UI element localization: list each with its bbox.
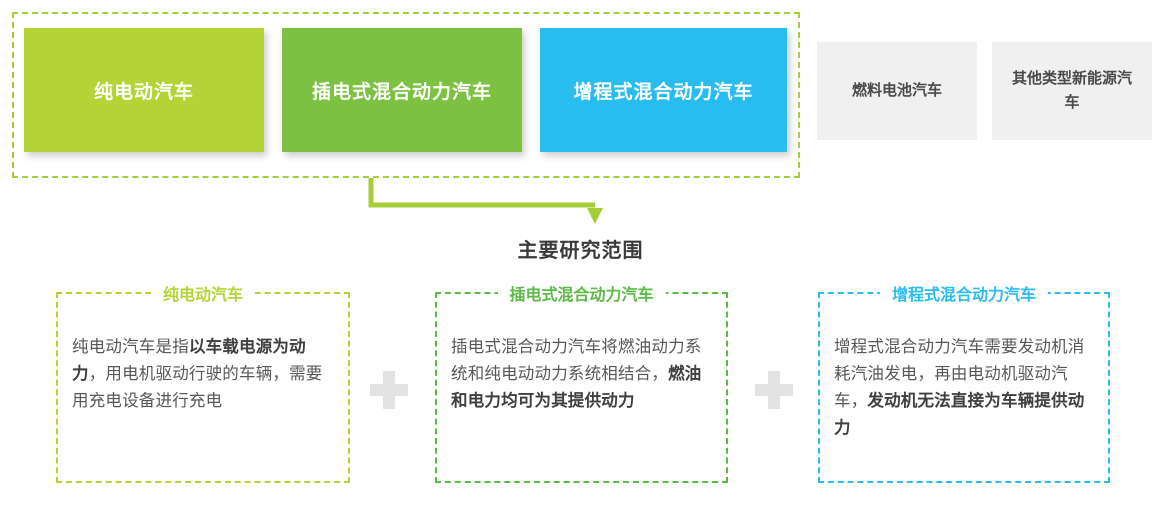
detail-box-bev: 纯电动汽车 纯电动汽车是指以车载电源为动力，用电机驱动行驶的车辆，需要用充电设备… xyxy=(56,281,350,483)
category-card-erev-label: 增程式混合动力汽车 xyxy=(573,81,754,103)
category-card-fuel-cell[interactable]: 燃料电池汽车 xyxy=(817,42,977,140)
detail-erev-seg-1: 增程式混合动力汽车需要发动机消耗汽油发电，再由电动机驱动汽车， xyxy=(834,338,1085,410)
scope-connector-arrow xyxy=(368,178,603,224)
detail-box-bev-text: 纯电动汽车是指以车载电源为动力，用电机驱动行驶的车辆，需要用充电设备进行充电 xyxy=(72,334,338,415)
research-scope-container xyxy=(12,12,800,178)
plus-icon xyxy=(755,371,793,409)
detail-bev-seg-1: 纯电动汽车是指 xyxy=(72,338,189,356)
plus-icon xyxy=(370,371,408,409)
category-card-phev[interactable]: 插电式混合动力汽车 xyxy=(282,28,522,152)
detail-phev-seg-2: 燃油和电力均可为其提供动力 xyxy=(451,365,702,410)
detail-box-erev: 增程式混合动力汽车 增程式混合动力汽车需要发动机消耗汽油发电，再由电动机驱动汽车… xyxy=(818,281,1110,483)
detail-box-phev: 插电式混合动力汽车 插电式混合动力汽车将燃油动力系统和纯电动动力系统相结合，燃油… xyxy=(435,281,728,483)
detail-erev-seg-2: 发动机无法直接为车辆提供动力 xyxy=(834,392,1085,437)
category-card-phev-label: 插电式混合动力汽车 xyxy=(311,81,492,103)
detail-box-bev-title: 纯电动汽车 xyxy=(150,281,256,305)
category-card-bev-label: 纯电动汽车 xyxy=(93,81,194,103)
category-card-erev[interactable]: 增程式混合动力汽车 xyxy=(540,28,787,152)
detail-phev-seg-1: 插电式混合动力汽车将燃油动力系统和纯电动动力系统相结合， xyxy=(451,338,702,383)
detail-bev-seg-3: ，用电机驱动行驶的车辆，需要用充电设备进行充电 xyxy=(72,365,323,410)
detail-bev-seg-2: 以车载电源为动力 xyxy=(72,338,306,383)
category-card-bev[interactable]: 纯电动汽车 xyxy=(24,28,264,152)
category-card-fuel-cell-label: 燃料电池汽车 xyxy=(851,82,942,99)
detail-box-erev-text: 增程式混合动力汽车需要发动机消耗汽油发电，再由电动机驱动汽车，发动机无法直接为车… xyxy=(834,334,1098,442)
category-card-other-label: 其他类型新能源汽车 xyxy=(1011,70,1132,111)
detail-box-erev-title: 增程式混合动力汽车 xyxy=(879,281,1049,305)
section-title: 主要研究范围 xyxy=(0,234,1157,263)
detail-box-phev-title: 插电式混合动力汽车 xyxy=(497,281,666,305)
category-card-other[interactable]: 其他类型新能源汽车 xyxy=(992,42,1152,140)
detail-box-phev-text: 插电式混合动力汽车将燃油动力系统和纯电动动力系统相结合，燃油和电力均可为其提供动… xyxy=(451,334,716,415)
section-title-text: 主要研究范围 xyxy=(517,240,644,262)
